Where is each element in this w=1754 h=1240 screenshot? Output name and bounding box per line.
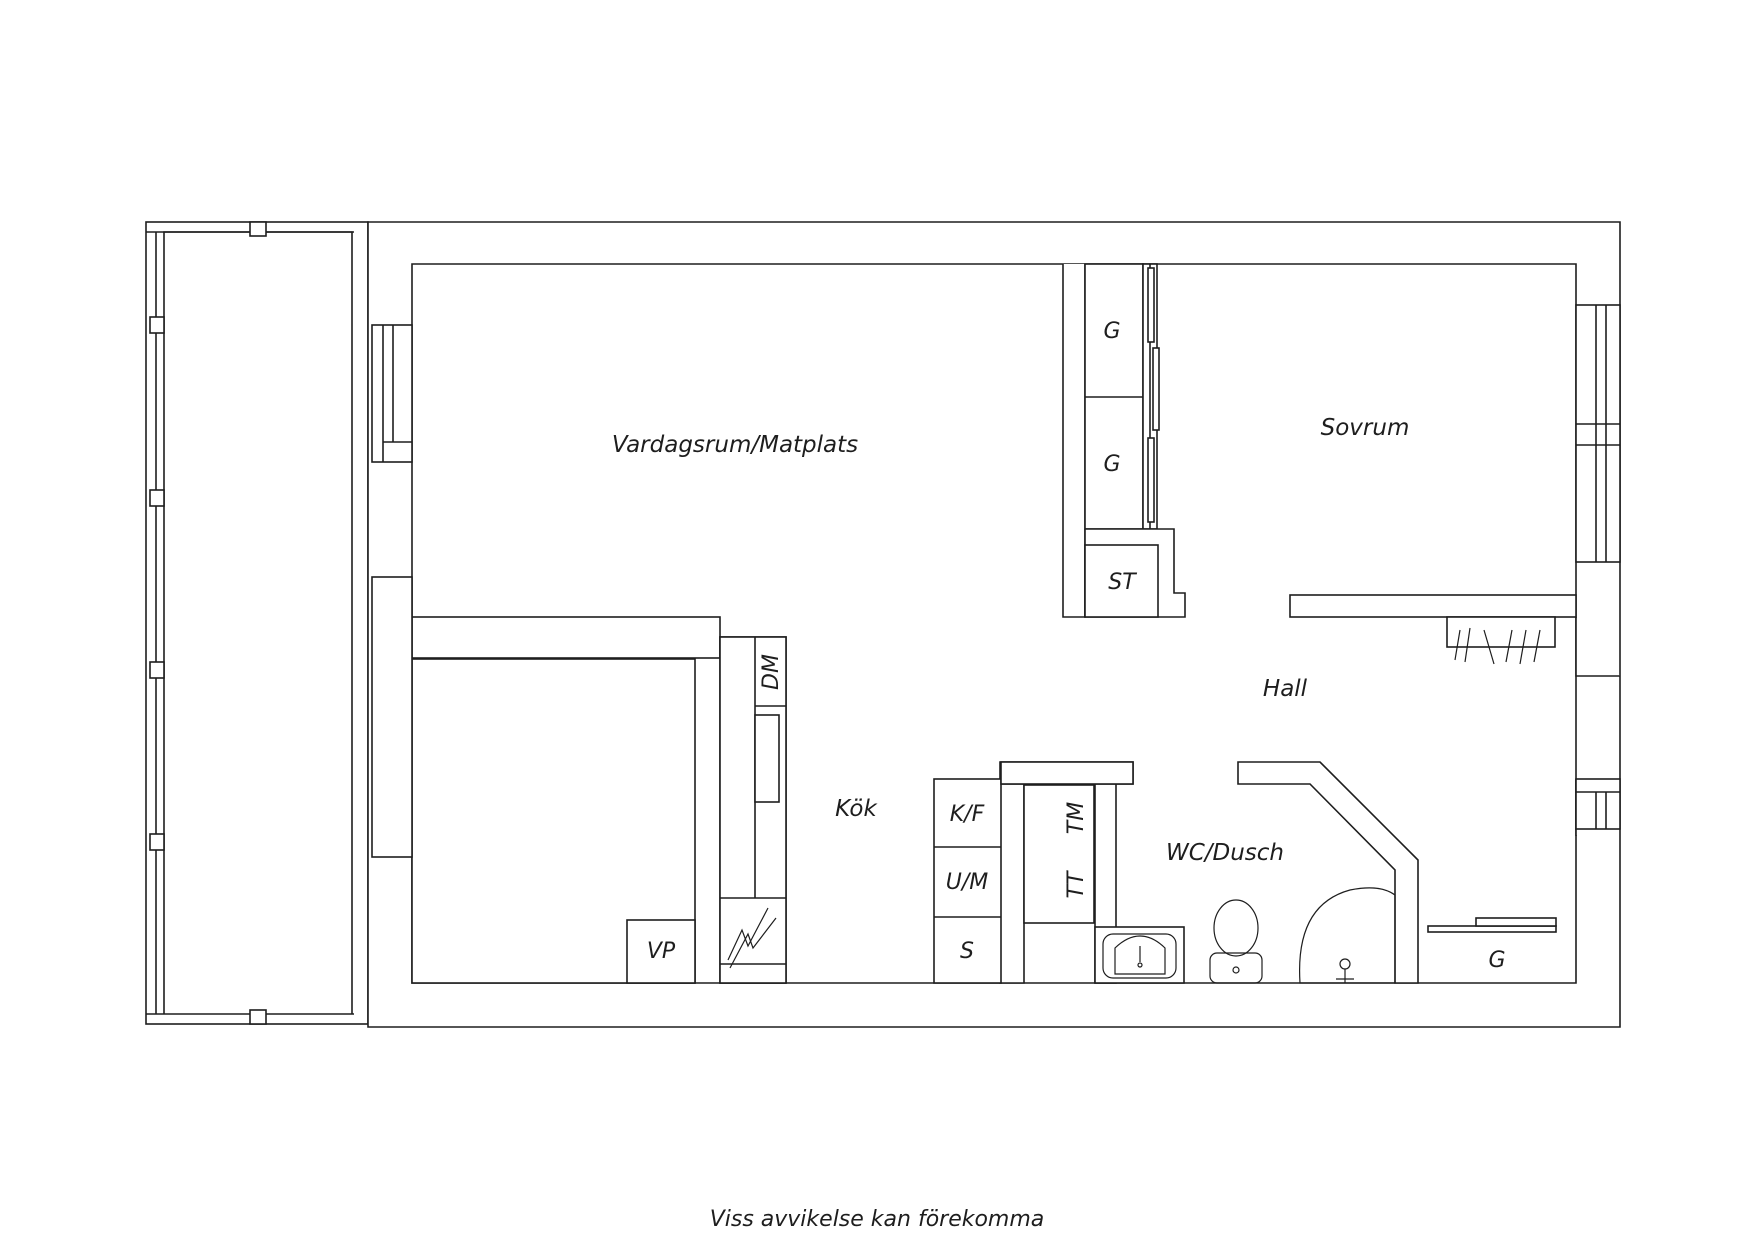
hall-closet (1427, 917, 1557, 933)
room-label-kitchen: Kök (835, 796, 878, 822)
storage-label: ST (1108, 570, 1137, 595)
washing-machine-label: TM (1064, 802, 1089, 834)
room-label-bedroom: Sovrum (1321, 415, 1410, 441)
dishwasher-label: DM (759, 654, 784, 690)
dryer-label: TT (1064, 870, 1089, 898)
interior-walls (411, 263, 1620, 984)
wardrobe-label-mid: G (1103, 452, 1120, 477)
oven-microwave-label: U/M (946, 870, 989, 895)
water-heater-label: VP (647, 939, 676, 964)
wardrobe-label-top: G (1103, 319, 1120, 344)
room-label-bathroom: WC/Dusch (1166, 840, 1284, 866)
bathroom-fixtures (1094, 887, 1396, 984)
fridge-freezer-label: K/F (950, 802, 985, 827)
room-label-hall: Hall (1263, 676, 1308, 702)
windows (371, 304, 1621, 858)
hall-wardrobe-label: G (1488, 948, 1505, 973)
room-label-living: Vardagsrum/Matplats (612, 432, 858, 458)
disclaimer-note: Viss avvikelse kan förekomma (710, 1207, 1045, 1232)
kitchen-units (626, 636, 1134, 984)
balcony (145, 221, 369, 1025)
stove-label: S (960, 939, 974, 964)
